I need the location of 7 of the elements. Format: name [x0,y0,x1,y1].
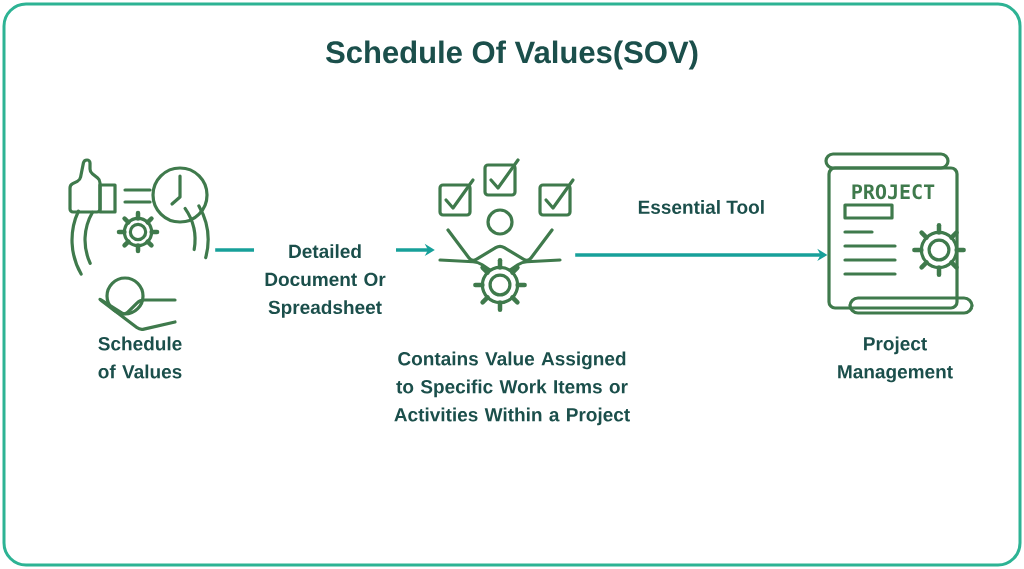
node-label: Contains Value Assigned to Specific Work Items or Activities Within a Project [394,351,630,426]
node-label: Schedule of Values [98,336,182,379]
edge-label: Essential Tool [638,200,764,214]
node-label: Project Management [838,336,953,383]
project-scroll-drawing: PROJECT [824,152,974,315]
title: Schedule Of Values(SOV) [326,40,698,70]
edge-label: Detailed Document Or Spreadsheet [254,243,396,319]
